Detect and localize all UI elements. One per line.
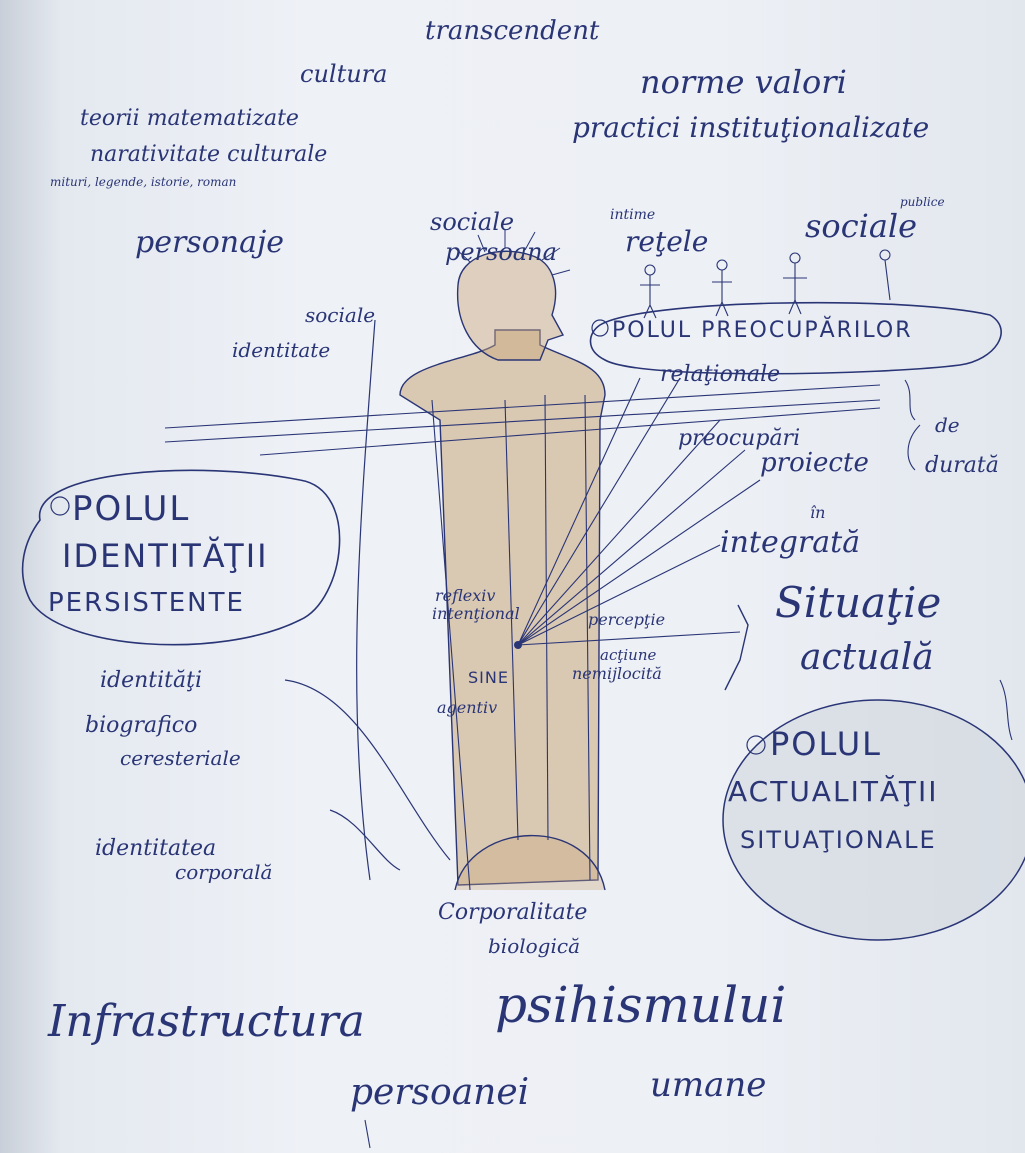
label-de: de <box>935 415 960 435</box>
bottom-stroke <box>365 1120 370 1148</box>
title-psihismului: psihismului <box>495 980 786 1030</box>
label-cultura: cultura <box>300 62 387 86</box>
pole-identity-line1: POLUL <box>72 492 190 526</box>
label-sociale-retele: sociale <box>805 210 917 242</box>
label-in: în <box>810 505 825 521</box>
label-actiune: acţiune <box>600 648 656 663</box>
label-durata: durată <box>925 455 999 477</box>
label-identitate-sociala-2: identitate <box>232 340 330 360</box>
label-teorii: teorii matematizate <box>80 108 299 130</box>
label-sine: SINE <box>468 670 509 686</box>
pole-preoccupations-title: POLUL PREOCUPĂRILOR <box>612 320 913 342</box>
sine-point <box>514 641 522 649</box>
label-situatie: Situaţie <box>775 582 941 624</box>
people-icons <box>640 250 890 318</box>
label-intime: intime <box>610 208 655 222</box>
label-persoana: persoana <box>445 240 557 264</box>
label-intentional: intenţional <box>432 606 520 622</box>
label-nemijlocita: nemijlocită <box>572 666 662 682</box>
label-identitatea: identitatea <box>95 838 216 860</box>
label-narativitate: narativitate culturale <box>90 144 327 166</box>
label-practici: practici instituţionalizate <box>572 114 929 142</box>
head-shape <box>458 251 563 360</box>
label-narativitate-sub: mituri, legende, istorie, roman <box>50 176 236 188</box>
label-preocupari: preocupări <box>678 428 800 450</box>
label-norme: norme valori <box>640 66 847 98</box>
label-personaje: personaje <box>135 228 284 258</box>
label-agentiv: agentiv <box>437 700 497 716</box>
label-corporalitate: Corporalitate <box>438 902 587 924</box>
label-identitate-sociala-1: sociale <box>305 305 375 325</box>
pole-actuality-line2: ACTUALITĂŢII <box>728 778 939 806</box>
label-sociala: sociale <box>430 210 514 234</box>
label-retele: reţele <box>625 228 708 256</box>
label-corporala: corporală <box>175 862 272 882</box>
label-perceptie: percepţie <box>588 612 665 628</box>
label-integrata: integrată <box>720 528 860 558</box>
situation-bracket <box>725 605 748 690</box>
label-reflexiv: reflexiv <box>435 588 495 604</box>
pole-actuality-line1: POLUL <box>770 728 882 760</box>
label-actuala: actuală <box>800 640 934 676</box>
label-biologica: biologică <box>488 936 580 956</box>
pole-actuality-line3: SITUAŢIONALE <box>740 828 937 852</box>
label-ceresteriale: ceresteriale <box>120 748 241 768</box>
label-identitati: identităţi <box>100 670 202 692</box>
pole-identity-line2: IDENTITĂŢII <box>62 540 269 572</box>
title-persoanei: persoanei <box>350 1075 529 1111</box>
label-proiecte: proiecte <box>760 450 869 476</box>
pole-preoccupations-marker <box>592 320 608 336</box>
label-biografico: biografico <box>85 715 197 737</box>
pole-identity-marker <box>51 497 69 515</box>
pole-preoccupations-subtitle: relaţionale <box>660 364 780 386</box>
pole-identity-line3: PERSISTENTE <box>48 590 245 616</box>
title-infrastructura: Infrastructura <box>48 1000 365 1044</box>
label-transcendent: transcendent <box>425 18 599 44</box>
title-umane: umane <box>650 1068 766 1102</box>
